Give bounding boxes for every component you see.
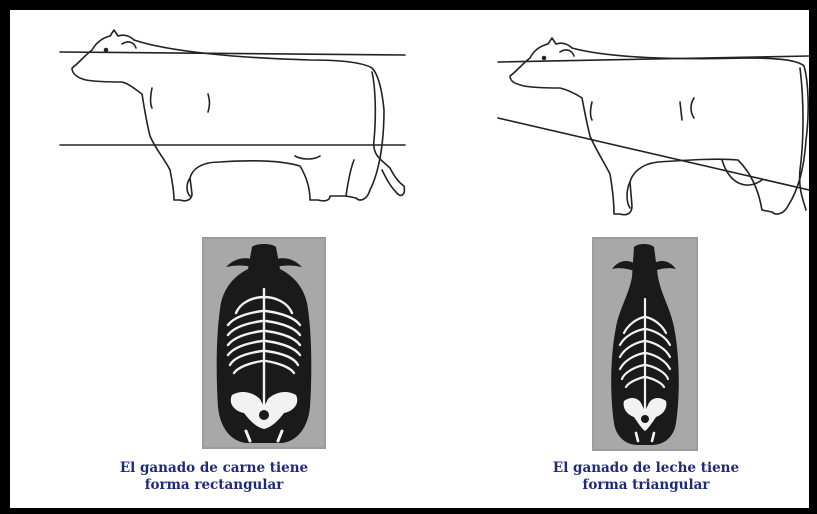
dairy-caption-line-2: forma triangular	[496, 477, 796, 494]
beef-caption: El ganado de carne tiene forma rectangul…	[64, 460, 364, 494]
dairy-cow-shoulder-mark	[591, 102, 593, 120]
beef-caption-line-2: forma rectangular	[64, 477, 364, 494]
dairy-cow-outline	[510, 38, 808, 215]
dairy-cow-ear	[560, 50, 574, 56]
dairy-caption: El ganado de leche tiene forma triangula…	[496, 460, 796, 494]
dairy-cow-hip-mark-1	[680, 102, 682, 120]
dairy-cattle-panel: El ganado de leche tiene forma triangula…	[418, 10, 809, 508]
beef-caption-line-1: El ganado de carne tiene	[64, 460, 364, 477]
beef-cow-eye	[105, 49, 108, 52]
beef-cow-ribs-mark	[208, 94, 210, 112]
diagram-frame: El ganado de carne tiene forma rectangul…	[10, 10, 809, 508]
beef-cow-rear-leg	[346, 160, 354, 196]
dairy-cow-eye	[543, 57, 546, 60]
topline-reference-line	[60, 52, 405, 55]
beef-cow-side-view	[10, 10, 418, 225]
beef-cow-udder	[295, 156, 320, 159]
dairy-cow-hip-mark-2	[691, 98, 694, 118]
dairy-cattle-xray	[592, 237, 698, 451]
beef-cow-tail	[372, 72, 404, 195]
dairy-cow-side-view	[418, 10, 809, 225]
dairy-caption-line-1: El ganado de leche tiene	[496, 460, 796, 477]
slanted-bottomline-reference-line	[498, 118, 809, 190]
beef-cattle-xray	[202, 237, 326, 449]
beef-cow-shoulder-mark	[151, 88, 153, 108]
beef-cow-outline	[72, 30, 384, 201]
beef-cattle-panel: El ganado de carne tiene forma rectangul…	[10, 10, 418, 508]
beef-cow-ear	[122, 42, 136, 48]
